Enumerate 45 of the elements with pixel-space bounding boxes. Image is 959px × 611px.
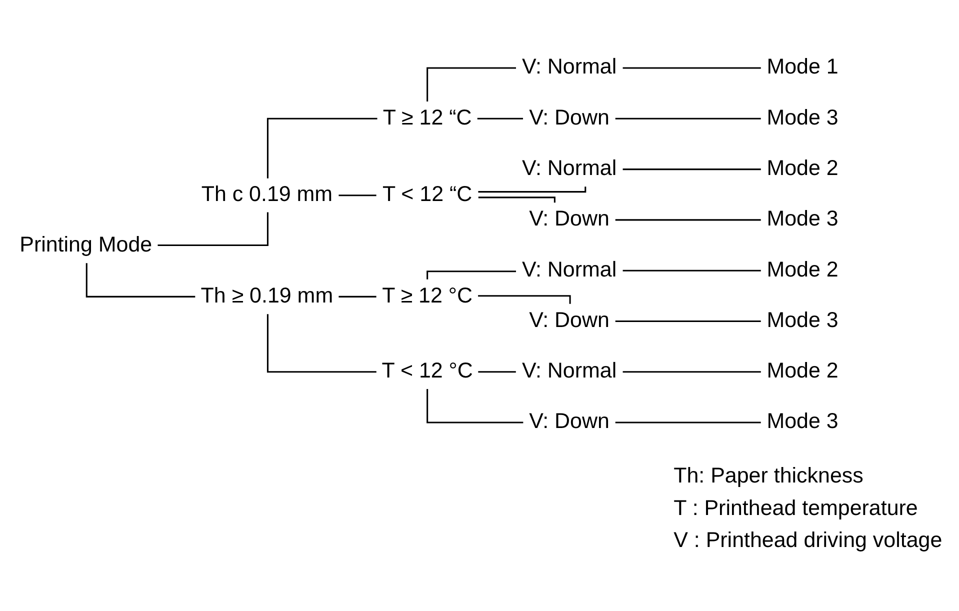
- node-text: V: Down: [529, 206, 610, 231]
- label: Th: Paper thickness: [674, 464, 864, 488]
- connector: [478, 371, 516, 373]
- connector: [477, 118, 523, 120]
- label: V : Printhead driving voltage: [674, 528, 942, 552]
- node-text: V: Down: [529, 105, 610, 130]
- node-text: T < 12 “C: [382, 182, 472, 206]
- node-text: Th ≥ 0.19 mm: [200, 283, 334, 308]
- node-text: Th c 0.19 mm: [201, 182, 333, 206]
- node-text: V: Normal: [522, 54, 617, 79]
- connector: [622, 371, 761, 373]
- connector: [86, 263, 196, 298]
- connector: [478, 196, 556, 203]
- connector: [158, 212, 268, 246]
- connector: [615, 320, 761, 322]
- node-text: V: Down: [529, 308, 610, 332]
- connector: [615, 118, 761, 120]
- node-text: V: Normal: [522, 156, 617, 180]
- node-text: Mode 3: [766, 105, 838, 130]
- connector: [622, 67, 761, 69]
- node-text: T < 12 °C: [382, 358, 473, 383]
- node-text: Mode 3: [766, 308, 838, 332]
- label: T : Printhead temperature: [674, 496, 918, 520]
- node-text: Mode 2: [766, 156, 838, 180]
- node-text: Mode 2: [766, 358, 838, 383]
- connector: [266, 314, 376, 373]
- node-text: V: Down: [529, 409, 610, 434]
- node-text: V: Normal: [522, 358, 617, 383]
- node-text: T ≥ 12 °C: [382, 283, 473, 308]
- node-text: Mode 2: [766, 257, 838, 282]
- node-text: T ≥ 12 “C: [382, 105, 472, 130]
- connector: [426, 389, 524, 424]
- node-text: Printing Mode: [20, 232, 152, 257]
- node-text: Mode 1: [766, 54, 838, 79]
- connector: [266, 118, 378, 178]
- node-text: Mode 3: [766, 206, 838, 231]
- node-text: Mode 3: [766, 409, 838, 434]
- connector: [426, 67, 516, 102]
- connector: [615, 219, 761, 221]
- connector: [615, 422, 761, 424]
- connector: [622, 168, 761, 170]
- connector: [338, 296, 376, 298]
- connector: [338, 194, 376, 196]
- connector: [622, 270, 761, 272]
- node-text: V: Normal: [522, 257, 617, 282]
